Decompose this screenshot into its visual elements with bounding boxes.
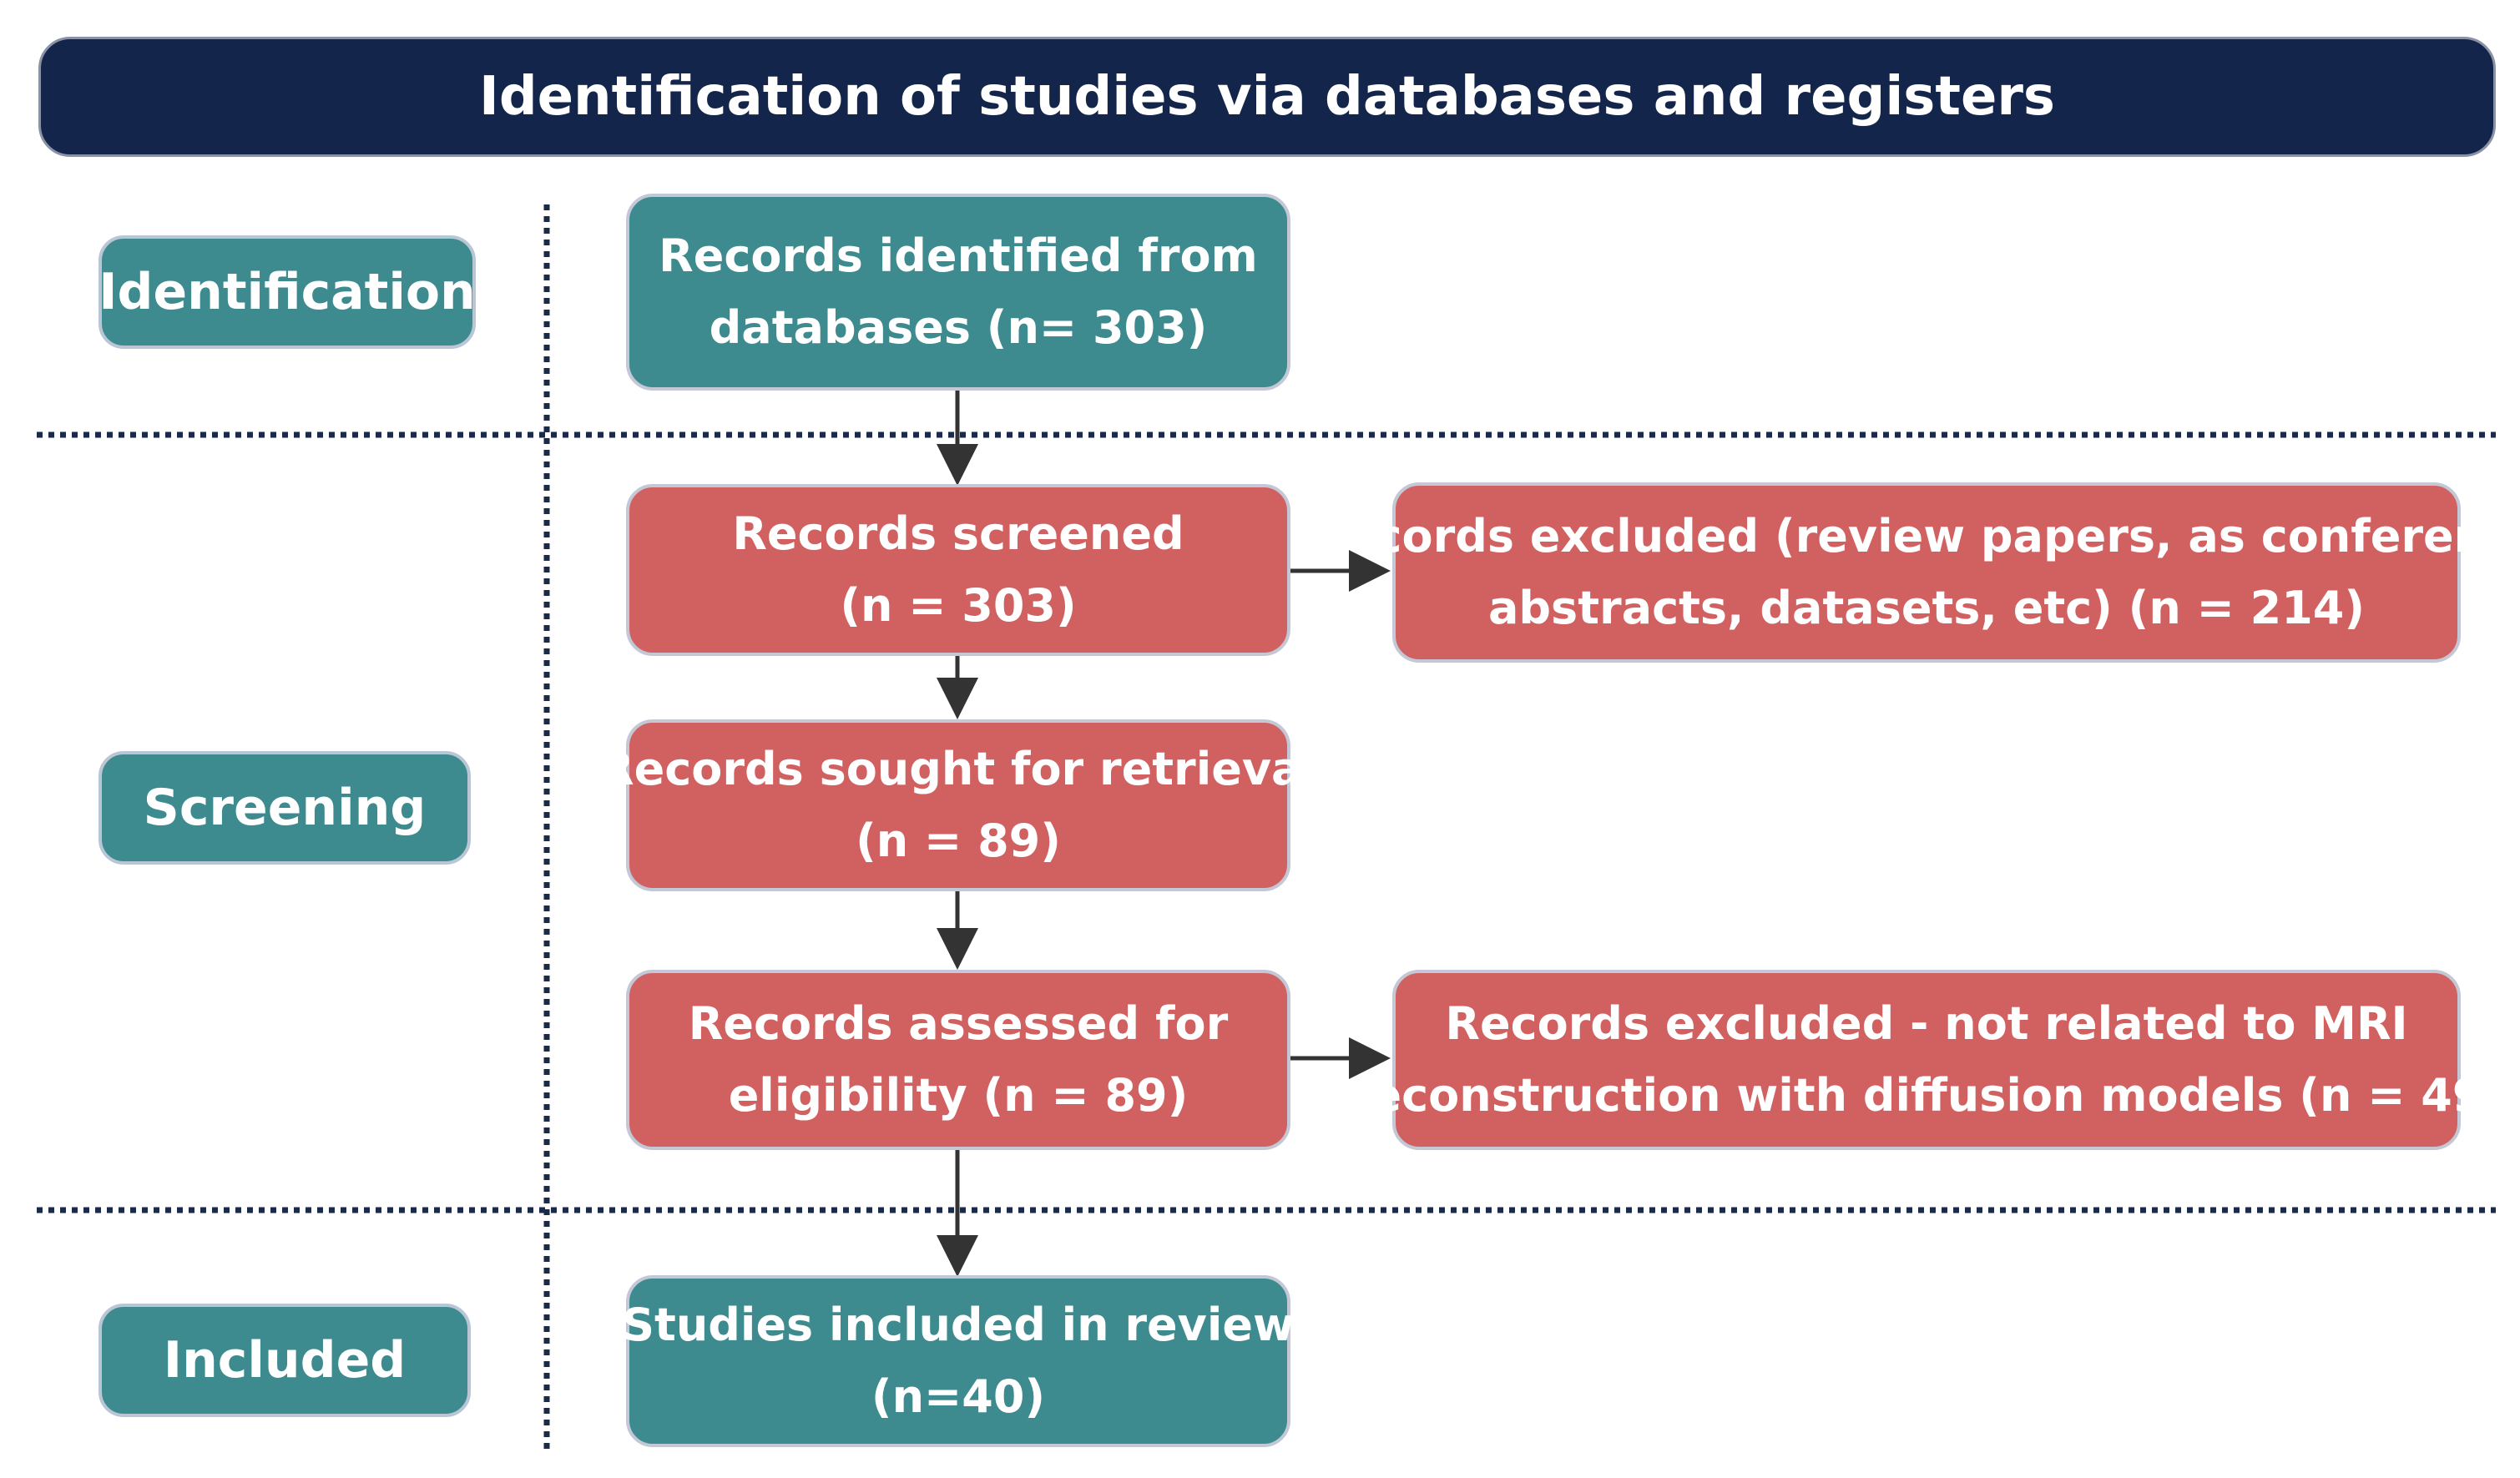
stage-identification-text: Identification bbox=[98, 263, 476, 321]
diagram-title-banner: Identification of studies via databases … bbox=[38, 37, 2496, 157]
box-studies-included-line2: (n=40) bbox=[871, 1370, 1046, 1423]
box-records-sought-line2: (n = 89) bbox=[856, 815, 1061, 867]
box-records-screened: Records screened (n = 303) bbox=[626, 484, 1290, 656]
box-studies-included-line1: Studies included in review bbox=[622, 1299, 1295, 1351]
stage-label-screening: Screening bbox=[98, 751, 471, 865]
box-records-excluded-1-line2: abstracts, datasets, etc) (n = 214) bbox=[1487, 582, 2366, 634]
stage-included-text: Included bbox=[163, 1331, 407, 1390]
box-records-screened-line2: (n = 303) bbox=[840, 579, 1077, 632]
box-records-sought: Records sought for retrieval (n = 89) bbox=[599, 719, 1317, 891]
box-records-excluded-2-line2: reconstruction with diffusion models (n … bbox=[1348, 1069, 2505, 1122]
box-records-excluded-2-line1: Records excluded - not related to MRI bbox=[1445, 997, 2408, 1050]
diagram-title: Identification of studies via databases … bbox=[479, 66, 2055, 128]
box-records-excluded-1-line1: Records excluded (review papers, as conf… bbox=[1310, 510, 2520, 562]
box-records-sought-line1: Records sought for retrieval bbox=[599, 743, 1317, 795]
box-records-assessed-line2: eligibility (n = 89) bbox=[728, 1069, 1189, 1122]
box-records-excluded-2: Records excluded - not related to MRI re… bbox=[1349, 970, 2504, 1150]
box-records-assessed-line1: Records assessed for bbox=[688, 997, 1229, 1050]
box-records-excluded-1: Records excluded (review papers, as conf… bbox=[1310, 482, 2520, 663]
box-records-identified-line2: databases (n= 303) bbox=[709, 301, 1208, 354]
box-records-assessed: Records assessed for eligibility (n = 89… bbox=[626, 970, 1290, 1150]
box-studies-included: Studies included in review (n=40) bbox=[622, 1275, 1295, 1447]
stage-label-included: Included bbox=[98, 1304, 471, 1417]
stage-label-identification: Identification bbox=[98, 235, 476, 349]
box-records-identified-line1: Records identified from bbox=[659, 230, 1258, 282]
box-records-screened-line1: Records screened bbox=[732, 507, 1184, 560]
stage-screening-text: Screening bbox=[143, 779, 427, 837]
box-records-identified: Records identified from databases (n= 30… bbox=[626, 194, 1290, 391]
